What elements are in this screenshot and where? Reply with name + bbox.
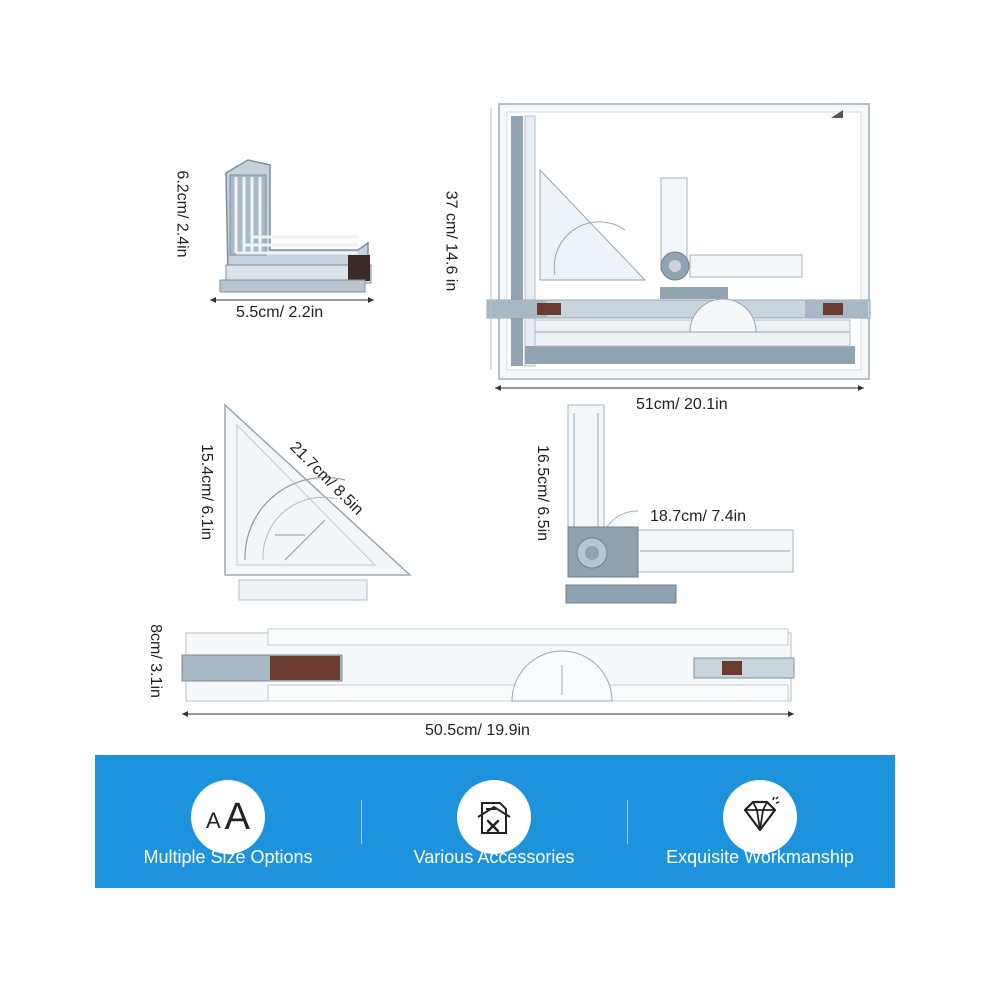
feature-label: Exquisite Workmanship bbox=[666, 847, 854, 867]
feature-divider bbox=[361, 800, 362, 844]
feature-workmanship: Exquisite Workmanship bbox=[627, 755, 893, 888]
diamond-icon bbox=[723, 780, 797, 854]
arm-height-label: 16.5cm/ 6.5in bbox=[534, 444, 552, 542]
font-size-icon: A A bbox=[191, 780, 265, 854]
feature-banner: A A Multiple Size Options Various Access… bbox=[95, 755, 895, 888]
board-height-label: 37 cm/ 14.6 in bbox=[442, 190, 460, 292]
rule-height-label: 8cm/ 3.1in bbox=[146, 624, 164, 698]
tools-document-icon bbox=[457, 780, 531, 854]
adjustable-arm-image bbox=[565, 404, 794, 604]
icon-large-letter: A bbox=[224, 795, 251, 838]
clamp-width-arrow bbox=[210, 297, 374, 303]
clamp-height-label: 6.2cm/ 2.4in bbox=[173, 170, 191, 258]
corner-clamp-image bbox=[219, 159, 372, 293]
board-width-label: 51cm/ 20.1in bbox=[636, 396, 728, 413]
rule-width-arrow bbox=[182, 711, 794, 717]
feature-accessories: Various Accessories bbox=[361, 755, 627, 888]
drawing-board-image bbox=[486, 103, 871, 380]
board-width-arrow bbox=[495, 385, 864, 391]
feature-label: Various Accessories bbox=[413, 847, 575, 867]
parallel-rule-image bbox=[181, 628, 795, 702]
icon-small-letter: A bbox=[205, 808, 221, 833]
feature-label: Multiple Size Options bbox=[143, 847, 313, 867]
triangle-side-label: 15.4cm/ 6.1in bbox=[198, 443, 216, 541]
arm-width-label: 18.7cm/ 7.4in bbox=[650, 508, 747, 525]
feature-divider bbox=[627, 800, 628, 844]
set-square-image bbox=[224, 403, 412, 601]
rule-width-label: 50.5cm/ 19.9in bbox=[425, 722, 530, 739]
feature-multiple-size: A A Multiple Size Options bbox=[95, 755, 361, 888]
clamp-width-label: 5.5cm/ 2.2in bbox=[236, 304, 324, 321]
